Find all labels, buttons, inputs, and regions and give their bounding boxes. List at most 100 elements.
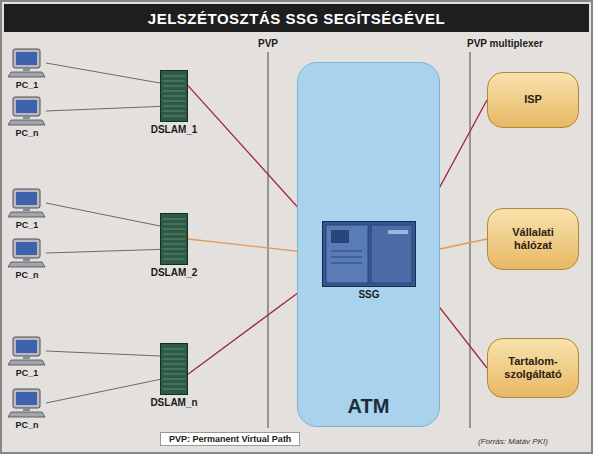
icon-part	[163, 224, 185, 225]
icon-part	[16, 392, 37, 405]
icon-part	[13, 49, 40, 68]
icon-part	[23, 408, 30, 411]
icon-part	[163, 254, 185, 255]
icon-part	[326, 225, 368, 283]
pc-picture	[8, 96, 46, 126]
pvp-divider	[268, 52, 269, 428]
pc-label: PC_n	[15, 270, 38, 280]
icon-part	[8, 360, 45, 365]
icon-part	[163, 111, 185, 112]
icon-part	[323, 222, 416, 287]
dslam-label: DSLAM_2	[151, 267, 198, 278]
icon-part	[8, 120, 45, 125]
icon-part	[331, 263, 362, 264]
icon-part	[163, 81, 185, 82]
icon-part	[16, 192, 37, 205]
connector	[46, 63, 160, 83]
dslam-picture	[160, 70, 188, 122]
pc-icon: PC_1	[8, 48, 46, 78]
pc-icon: PC_1	[8, 336, 46, 366]
icon-part	[163, 116, 185, 117]
icon-part	[163, 219, 185, 220]
ssg-picture	[322, 221, 416, 287]
dslam-picture	[160, 343, 188, 395]
ssg-label: SSG	[358, 289, 379, 300]
dslam-picture	[160, 213, 188, 265]
region-label: ATM	[298, 395, 439, 418]
dslam-rack: DSLAM_1	[160, 70, 188, 122]
atm-network-region: ATM SSG	[297, 62, 440, 427]
pc-picture	[8, 238, 46, 268]
icon-part	[163, 389, 185, 390]
icon-part	[163, 239, 185, 240]
pc-picture	[8, 48, 46, 78]
icon-part	[161, 344, 188, 395]
section-label: PVP	[256, 38, 280, 49]
dslam-rack: DSLAM_n	[160, 343, 188, 395]
icon-part	[163, 349, 185, 350]
icon-part	[388, 230, 408, 234]
icon-part	[13, 389, 40, 408]
service-box: ISP	[487, 72, 579, 128]
multiplexer-divider	[470, 52, 471, 428]
icon-part	[163, 364, 185, 365]
ssg-device: SSG	[322, 221, 416, 287]
dslam-label: DSLAM_n	[150, 397, 197, 408]
icon-part	[163, 76, 185, 77]
source-credit: (Forrás: Matáv PKI)	[478, 437, 548, 446]
service-box: Tartalom-szolgáltató	[487, 338, 579, 398]
section-label: PVP multiplexer	[465, 38, 545, 49]
icon-part	[163, 249, 185, 250]
icon-part	[163, 374, 185, 375]
icon-part	[13, 337, 40, 356]
icon-part	[23, 258, 30, 261]
icon-part	[163, 379, 185, 380]
icon-part	[13, 97, 40, 116]
pc-label: PC_1	[16, 368, 39, 378]
icon-part	[8, 412, 45, 417]
connector	[46, 106, 160, 111]
pc-picture	[8, 388, 46, 418]
icon-part	[23, 116, 30, 119]
icon-part	[331, 230, 349, 243]
icon-part	[8, 72, 45, 77]
connector	[46, 351, 160, 356]
icon-part	[163, 86, 185, 87]
diagram-title: JELSZÉTOSZTÁS SSG SEGÍTSÉGÉVEL	[148, 10, 445, 27]
icon-part	[23, 68, 30, 71]
service-name: ISP	[524, 93, 542, 106]
pc-label: PC_n	[15, 128, 38, 138]
icon-part	[16, 340, 37, 353]
icon-part	[161, 214, 188, 265]
icon-part	[23, 356, 30, 359]
icon-part	[8, 262, 45, 267]
title-bar: JELSZÉTOSZTÁS SSG SEGÍTSÉGÉVEL	[4, 4, 589, 32]
icon-part	[16, 52, 37, 65]
pc-icon: PC_1	[8, 188, 46, 218]
pc-icon: PC_n	[8, 238, 46, 268]
pc-label: PC_1	[16, 80, 39, 90]
icon-part	[163, 359, 185, 360]
icon-part	[23, 208, 30, 211]
icon-part	[163, 244, 185, 245]
connector	[46, 379, 160, 403]
pc-label: PC_n	[15, 420, 38, 430]
pc-picture	[8, 188, 46, 218]
icon-part	[371, 225, 412, 283]
icon-part	[8, 212, 45, 217]
icon-part	[331, 257, 362, 258]
pc-icon: PC_n	[8, 388, 46, 418]
icon-part	[331, 251, 362, 252]
service-name: Tartalom-szolgáltató	[494, 355, 572, 381]
dslam-label: DSLAM_1	[151, 124, 198, 135]
icon-part	[163, 234, 185, 235]
icon-part	[163, 96, 185, 97]
service-name: Vállalati hálózat	[494, 226, 572, 252]
connector	[46, 203, 160, 226]
icon-part	[163, 384, 185, 385]
icon-part	[13, 189, 40, 208]
icon-part	[163, 259, 185, 260]
pc-picture	[8, 336, 46, 366]
